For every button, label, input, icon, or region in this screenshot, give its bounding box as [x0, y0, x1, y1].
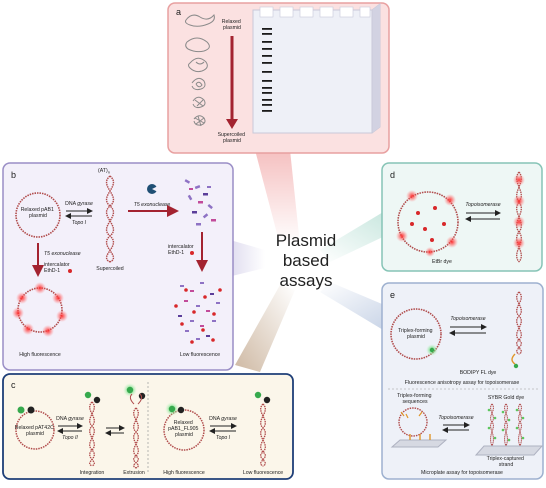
panel-d: d EtBr dye Topoisomerase: [381, 162, 543, 272]
panel-b: b Relaxed pAB1 plasmid DNA gyrase Topo I…: [2, 162, 234, 371]
low-fluor-helix: [260, 403, 266, 467]
mp-helices: [490, 403, 522, 447]
relaxed-plasmid-l2: plasmid: [223, 25, 241, 31]
svg-text:Triplex-captured strand: Triplex-captured strand: [487, 456, 526, 468]
dna-gyrase-label: DNA gyrase: [65, 201, 93, 207]
intercalator-left: intercalator EthD-1: [44, 262, 71, 274]
svg-text:Triplex-forming plasmid: Triplex-forming plasmid: [398, 328, 434, 340]
panel-c: c Relaxed pAT42C plasmid DNA gyrase Topo…: [2, 373, 294, 480]
at-n-label: (AT)n: [98, 168, 110, 175]
sybr-label: SYBR Gold dye: [488, 395, 524, 401]
gel-bands: [262, 28, 272, 112]
topo-ii-label: Topo II: [62, 435, 78, 441]
center-line-3: assays: [280, 271, 333, 290]
plasmid-shapes: [185, 14, 215, 127]
panel-d-label: d: [390, 170, 395, 180]
panel-b-label: b: [11, 170, 16, 180]
c-dna-gyrase: DNA gyrase: [56, 416, 84, 422]
low-fluorescence-b: Low fluorescence: [180, 352, 220, 358]
c-topo-i: Topo I: [216, 435, 231, 441]
bodipy-label: BODIPY FL dye: [460, 370, 497, 376]
t5-exonuclease-left: T5 exonuclease: [44, 251, 81, 257]
dna-fragments: [184, 179, 216, 226]
svg-text:Triplex-forming sequence: Triplex-forming sequences: [397, 393, 433, 405]
fa-title: Fluorescence anisotropy assay for topois…: [405, 380, 520, 386]
topo-i-label: Topo I: [72, 220, 87, 226]
integration-label: Integration: [80, 470, 105, 476]
intercalator-right: intercalator EthD-1: [168, 244, 195, 256]
supercoiled-plasmid: [105, 175, 115, 263]
e-topoisomerase-1: Topoisomerase: [450, 316, 485, 322]
e-helix-top: [516, 291, 522, 355]
supercoiled-plasmid-label: Supercoiled plasmid: [218, 132, 247, 144]
supercoiled-label: Supercoiled: [96, 266, 124, 272]
high-fluor-plasmid: [12, 282, 68, 337]
integration-helix: [89, 401, 95, 467]
center-title: Plasmid based assays: [276, 231, 336, 290]
mp-title: Microplate assay for topoisomerase: [421, 470, 503, 476]
etbr-label: EtBr dye: [432, 259, 452, 265]
d-topoisomerase: Topoisomerase: [465, 202, 500, 208]
panel-e: e Triplex-forming plasmid Topoisomerase …: [381, 282, 544, 480]
high-fluorescence-b: High fluorescence: [19, 352, 61, 358]
panel-a: a Relaxed plasmid Supercoiled plasmid: [167, 2, 390, 154]
relaxed-pab1-plasmid: [15, 192, 61, 238]
panel-a-label: a: [176, 7, 181, 17]
svg-text:Relaxed pAB1_FL905: Relaxed pAB1_FL905 plasmid: [168, 420, 200, 438]
svg-text:Relaxed pAT42C plasmid: Relaxed pAT42C plasmid: [15, 425, 56, 437]
relaxed-plasmid-label: Relaxed plasmid: [222, 19, 243, 31]
svg-text:Relaxed pAB1 plasmid: Relaxed pAB1 plasmid: [21, 207, 56, 219]
scattered-fragments: [174, 282, 222, 344]
panel-e-label: e: [390, 290, 395, 300]
gel: [252, 3, 381, 134]
c-dna-gyrase-2: DNA gyrase: [209, 416, 237, 422]
panel-c-label: c: [11, 380, 16, 390]
high-fluorescence-c: High fluorescence: [163, 470, 205, 476]
center-line-1: Plasmid: [276, 231, 336, 250]
t5-exonuclease-top: T5 exonuclease: [134, 202, 171, 208]
extrusion-label: Extrusion: [123, 470, 145, 476]
extrusion-helix: [133, 407, 139, 469]
center-line-2: based: [283, 251, 329, 270]
low-fluorescence-c: Low fluorescence: [243, 470, 283, 476]
e-topoisomerase-2: Topoisomerase: [438, 415, 473, 421]
relaxed-plasmid-l1: Relaxed: [222, 19, 241, 25]
